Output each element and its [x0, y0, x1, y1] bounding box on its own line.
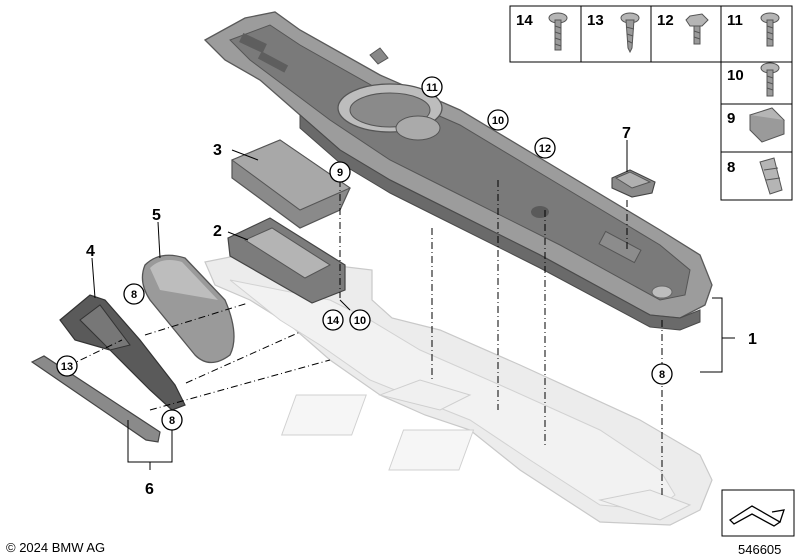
part-7-switch [611, 169, 656, 198]
fastener-10: 10 [727, 67, 744, 84]
circle-ref-11: 11 [421, 76, 443, 98]
fastener-8: 8 [727, 159, 735, 176]
circled-refs: 11 10 12 9 8 14 10 13 8 8 [56, 76, 673, 431]
fastener-13: 13 [587, 12, 604, 29]
svg-text:9: 9 [337, 167, 343, 179]
fastener-9: 9 [727, 110, 735, 127]
callout-7: 7 [622, 125, 631, 142]
clip-8-icon [759, 157, 783, 195]
fastener-14: 14 [516, 12, 533, 29]
assembly-lines [67, 180, 663, 495]
circle-ref-8-part6: 8 [161, 409, 183, 431]
svg-text:8: 8 [131, 289, 137, 301]
circle-ref-10-top: 10 [487, 109, 509, 131]
clip-nut-9-icon [749, 107, 785, 143]
bolt-12-icon [685, 13, 709, 45]
callout-labels: 1 2 3 4 5 6 7 [86, 125, 757, 498]
callout-1: 1 [748, 331, 757, 348]
screw-10-icon [760, 62, 780, 97]
svg-text:8: 8 [659, 369, 665, 381]
callout-6: 6 [145, 481, 154, 498]
circle-ref-8-part1: 8 [651, 363, 673, 385]
svg-text:8: 8 [169, 415, 175, 427]
callout-4: 4 [86, 243, 95, 260]
circle-ref-13: 13 [56, 355, 78, 377]
circle-ref-14: 14 [322, 309, 344, 331]
svg-text:14: 14 [327, 315, 340, 327]
circle-ref-9: 9 [329, 161, 351, 183]
screw-13-icon [620, 12, 640, 54]
callout-3: 3 [213, 142, 222, 159]
svg-text:10: 10 [492, 115, 504, 127]
leader-lines [91, 140, 735, 470]
fastener-12: 12 [657, 12, 674, 29]
part-5-armrest-pad [141, 254, 235, 364]
diagram-number: 546605 [738, 542, 781, 557]
circle-ref-8-part4: 8 [123, 283, 145, 305]
orientation-icon [721, 489, 795, 537]
part-2-frame [227, 217, 346, 304]
copyright: © 2024 BMW AG [6, 540, 105, 555]
fastener-grid: 14 13 12 11 10 9 8 [509, 5, 793, 201]
callout-5: 5 [152, 207, 161, 224]
center-console-upper [203, 11, 713, 331]
circle-ref-12: 12 [534, 137, 556, 159]
circle-ref-10-low: 10 [349, 309, 371, 331]
screw-11-icon [760, 12, 780, 47]
screw-14-icon [548, 12, 568, 51]
svg-text:13: 13 [61, 361, 73, 373]
callout-2: 2 [213, 223, 222, 240]
svg-text:10: 10 [354, 315, 366, 327]
svg-text:11: 11 [426, 82, 438, 94]
fastener-11: 11 [727, 12, 743, 29]
svg-text:12: 12 [539, 143, 551, 155]
part-4-bracket [59, 294, 186, 411]
